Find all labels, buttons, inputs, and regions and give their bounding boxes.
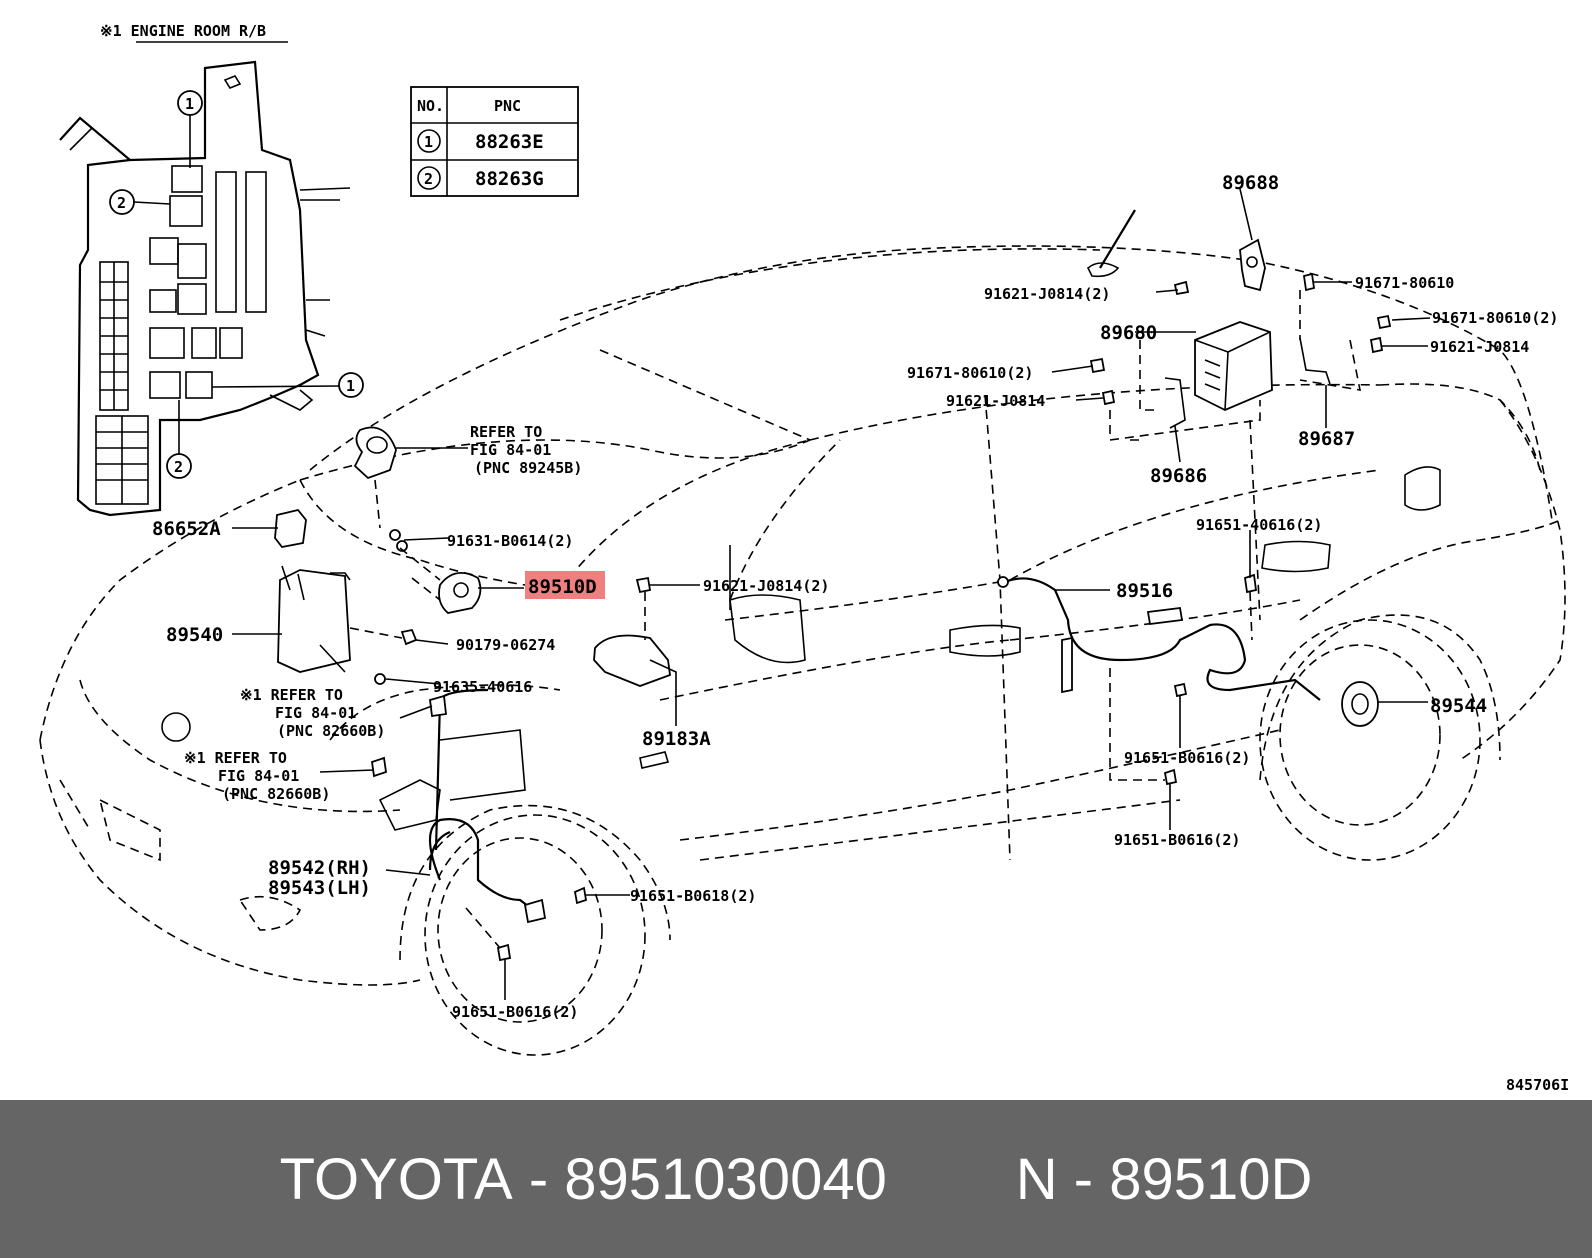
table-header-no: NO. — [417, 97, 444, 115]
footer-brand: TOYOTA — [279, 1146, 513, 1212]
label-89687: 89687 — [1298, 428, 1355, 450]
table-row-1-no: 1 — [424, 133, 433, 151]
footer-part-number: 8951030040 — [564, 1146, 887, 1212]
label-91635-40616: 91635-40616 — [433, 678, 532, 696]
label-91621-J0814-2-upper: 91621-J0814(2) — [984, 285, 1110, 303]
table-row-2-pnc: 88263G — [475, 168, 544, 190]
highlight-89510D — [525, 571, 605, 599]
callout-labels: 89688 91671-80610 91621-J0814(2) 91671-8… — [152, 172, 1569, 1094]
label-91621-J0814-right: 91621-J0814 — [1430, 338, 1529, 356]
label-89542-rh: 89542(RH) — [268, 857, 371, 879]
label-91651-B0616-2-upper: 91651-B0616(2) — [1124, 749, 1250, 767]
ref-low-line2: FIG 84-01 — [218, 767, 299, 785]
label-91651-40616-2: 91651-40616(2) — [1196, 516, 1322, 534]
label-91671-80610-2-right: 91671-80610(2) — [1432, 309, 1558, 327]
label-89544: 89544 — [1430, 695, 1487, 717]
ref-top-line3: (PNC 89245B) — [474, 459, 582, 477]
engine-room-note: ※1 ENGINE ROOM R/B — [100, 22, 266, 40]
ref-low-line3: (PNC 82660B) — [222, 785, 330, 803]
leader-lines — [232, 188, 1431, 1000]
label-89516: 89516 — [1116, 580, 1173, 602]
footer-pnc: 89510D — [1109, 1146, 1313, 1212]
label-89540: 89540 — [166, 624, 223, 646]
callout-circle-2-bottom: 2 — [174, 458, 183, 476]
parts-diagram: ※1 ENGINE ROOM R/B — [39, 22, 1569, 1094]
label-91651-B0616-2-front: 91651-B0616(2) — [452, 1003, 578, 1021]
ref-mid-line1: ※1 REFER TO — [240, 686, 343, 704]
label-89688: 89688 — [1222, 172, 1279, 194]
label-91621-J0814-2-mid: 91621-J0814(2) — [703, 577, 829, 595]
label-91671-80610: 91671-80610 — [1355, 274, 1454, 292]
footer-separator-2: - — [1073, 1146, 1094, 1212]
label-89543-lh: 89543(LH) — [268, 877, 371, 899]
label-89510D[interactable]: 89510D — [528, 576, 597, 598]
footer-separator-1: - — [528, 1146, 549, 1212]
part-footer-text: TOYOTA - 8951030040 N - 89510D — [0, 1100, 1592, 1258]
label-90179-06274: 90179-06274 — [456, 636, 555, 654]
label-86652A: 86652A — [152, 518, 221, 540]
footer-n-label: N — [1015, 1146, 1058, 1212]
table-row-1-pnc: 88263E — [475, 131, 544, 153]
callout-circle-1-top: 1 — [185, 95, 194, 113]
diagram-canvas: ※1 ENGINE ROOM R/B — [39, 22, 1569, 1094]
label-91651-B0616-2-lower: 91651-B0616(2) — [1114, 831, 1240, 849]
ref-mid-line3: (PNC 82660B) — [277, 722, 385, 740]
label-89686: 89686 — [1150, 465, 1207, 487]
label-91651-B0618-2: 91651-B0618(2) — [630, 887, 756, 905]
label-89680: 89680 — [1100, 322, 1157, 344]
vehicle-outline — [39, 209, 1566, 1056]
component-parts — [274, 238, 1392, 962]
ref-top-line2: FIG 84-01 — [470, 441, 551, 459]
ref-top-line1: REFER TO — [470, 423, 542, 441]
label-91631-B0614-2: 91631-B0614(2) — [447, 532, 573, 550]
ref-mid-line2: FIG 84-01 — [275, 704, 356, 722]
engine-room-relay-block: ※1 ENGINE ROOM R/B — [59, 22, 364, 517]
ref-low-line1: ※1 REFER TO — [184, 749, 287, 767]
table-header-pnc: PNC — [494, 97, 521, 115]
part-footer-bar: TOYOTA - 8951030040 N - 89510D — [0, 1100, 1592, 1258]
pnc-table: NO. PNC 1 88263E 2 88263G — [410, 86, 579, 197]
label-91621-J0814-left: 91621-J0814 — [946, 392, 1045, 410]
label-91671-80610-2-left: 91671-80610(2) — [907, 364, 1033, 382]
diagram-id: 845706I — [1506, 1076, 1569, 1094]
table-row-2-no: 2 — [424, 170, 433, 188]
callout-circle-2-left: 2 — [117, 194, 126, 212]
callout-circle-1-right: 1 — [346, 377, 355, 395]
label-89183A: 89183A — [642, 728, 711, 750]
